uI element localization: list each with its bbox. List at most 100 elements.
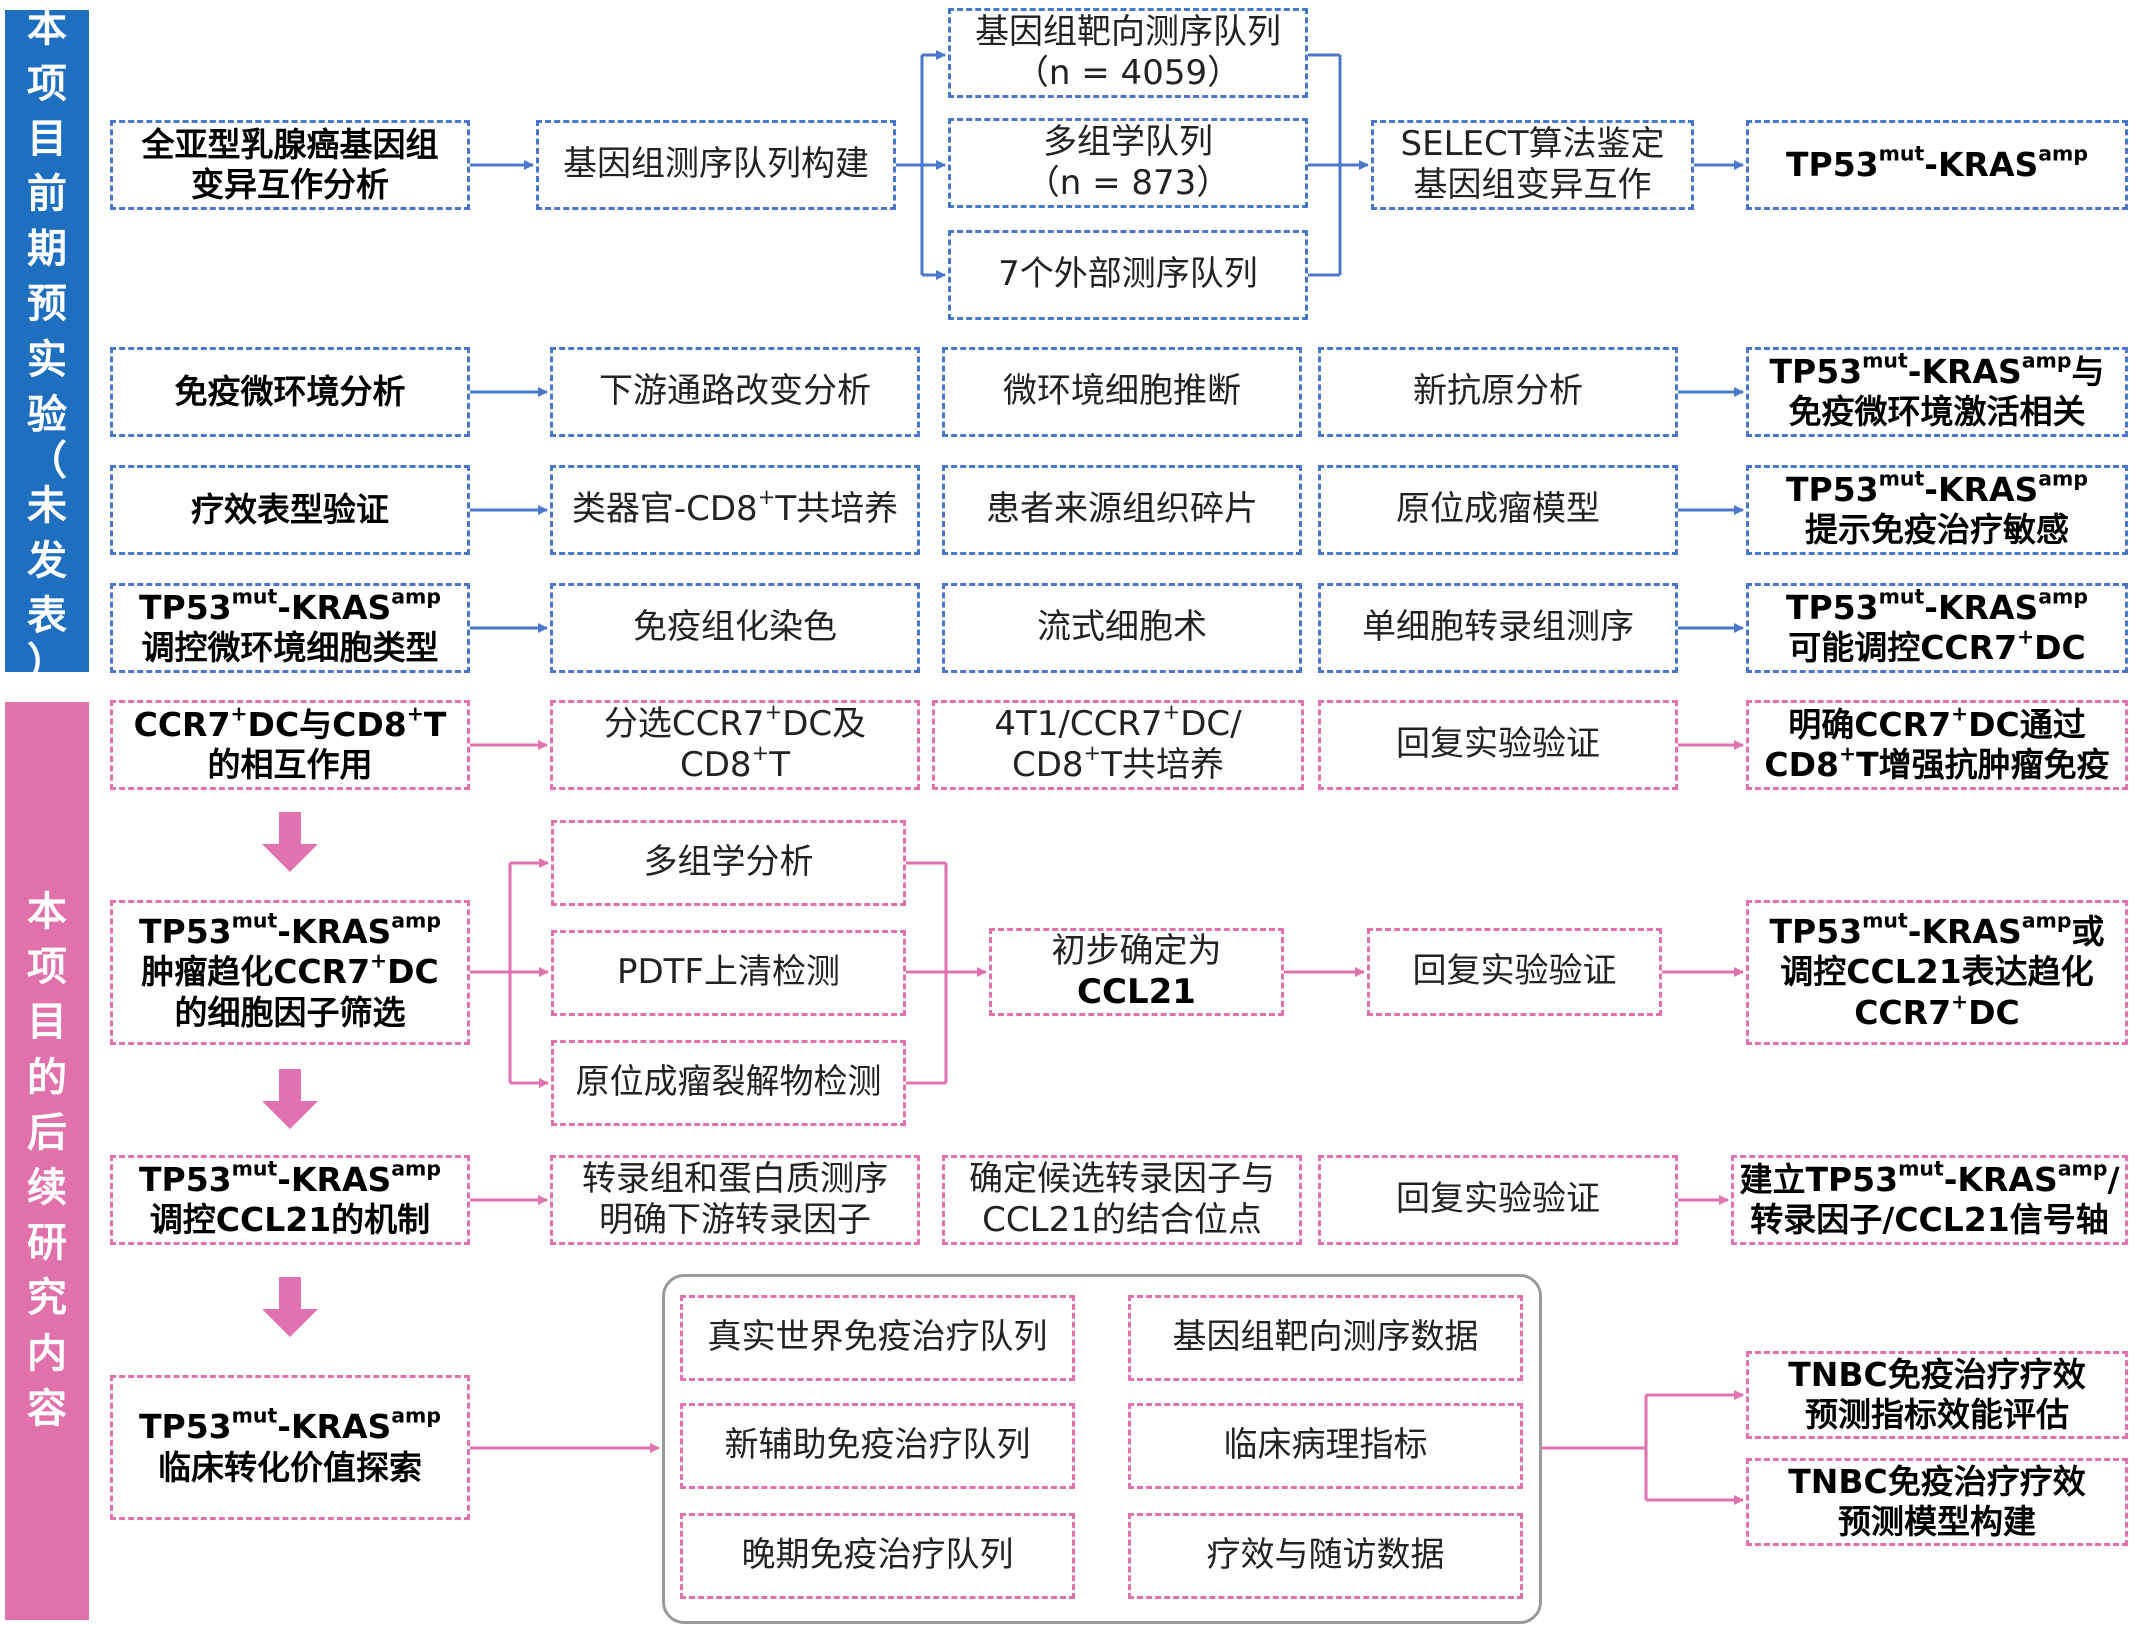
node-targeted-seq-data: 基因组靶向测序数据 bbox=[1128, 1295, 1523, 1381]
section-char: ） bbox=[27, 639, 67, 686]
section-char: 究 bbox=[27, 1275, 67, 1322]
node-text: 预测模型构建 bbox=[1838, 1502, 2036, 1541]
section-char: 目 bbox=[27, 999, 67, 1046]
node-text: 的细胞因子筛选 bbox=[174, 992, 406, 1032]
section-char: 容 bbox=[27, 1385, 67, 1432]
node-text: 疗效表型验证 bbox=[191, 489, 389, 529]
section-char: 目 bbox=[27, 115, 67, 162]
node-text: 新辅助免疫治疗队列 bbox=[724, 1425, 1031, 1466]
node-lysate-detection: 原位成瘤裂解物检测 bbox=[551, 1040, 906, 1126]
node-ccr7-cd8-interaction: CCR7+DC与CD8+T 的相互作用 bbox=[110, 700, 470, 790]
node-text: TP53mut-KRASamp bbox=[1786, 141, 2088, 184]
node-text: CCR7+DC bbox=[1854, 989, 2020, 1032]
node-text: CCL21的结合位点 bbox=[982, 1200, 1262, 1240]
node-patient-tissue-fragment: 患者来源组织碎片 bbox=[942, 465, 1302, 555]
node-result-immune-activation: TP53mut-KRASamp与 免疫微环境激活相关 bbox=[1746, 347, 2128, 437]
node-text: 转录因子/CCL21信号轴 bbox=[1750, 1200, 2109, 1239]
node-rescue-validation-1: 回复实验验证 bbox=[1318, 700, 1678, 790]
node-text: TP53mut-KRASamp bbox=[139, 1403, 441, 1447]
node-text: 基因组靶向测序数据 bbox=[1172, 1317, 1479, 1358]
clinical-data-group bbox=[662, 1274, 1542, 1624]
node-text: 临床病理指标 bbox=[1223, 1425, 1428, 1466]
node-multiomics-analysis: 多组学分析 bbox=[551, 820, 906, 906]
node-text: TP53mut-KRASamp bbox=[139, 584, 441, 627]
node-text: （n = 4059） bbox=[1014, 53, 1242, 93]
node-efficacy-followup: 疗效与随访数据 bbox=[1128, 1513, 1523, 1599]
node-text: 患者来源组织碎片 bbox=[986, 489, 1258, 530]
node-text: 变异互作分析 bbox=[191, 165, 389, 204]
node-neoadjuvant-cohort: 新辅助免疫治疗队列 bbox=[680, 1403, 1075, 1489]
node-result-tp53-kras: TP53mut-KRASamp bbox=[1746, 120, 2128, 210]
section-char: 的 bbox=[27, 1054, 67, 1101]
node-text: 明确CCR7+DC通过 bbox=[1788, 701, 2086, 744]
node-text: 原位成瘤模型 bbox=[1396, 489, 1600, 530]
node-result-antitumor-immunity: 明确CCR7+DC通过 CD8+T增强抗肿瘤免疫 bbox=[1746, 700, 2128, 790]
section-char: 前 bbox=[27, 171, 67, 218]
node-clinical-translation: TP53mut-KRASamp 临床转化价值探索 bbox=[110, 1375, 470, 1520]
node-prediction-model: TNBC免疫治疗疗效 预测模型构建 bbox=[1746, 1458, 2128, 1546]
node-genome-interaction-analysis: 全亚型乳腺癌基因组 变异互作分析 bbox=[110, 120, 470, 210]
node-text: 4T1/CCR7+DC/ bbox=[994, 698, 1242, 744]
section-char: 项 bbox=[27, 60, 67, 107]
node-text: 基因组变异互作 bbox=[1413, 165, 1652, 205]
node-result-ccr7-dc: TP53mut-KRASamp 可能调控CCR7+DC bbox=[1746, 583, 2128, 673]
node-text: 回复实验验证 bbox=[1396, 1179, 1600, 1220]
node-text: 下游通路改变分析 bbox=[599, 371, 871, 412]
node-text: CCL21 bbox=[1077, 972, 1196, 1012]
node-text: 调控微环境细胞类型 bbox=[141, 628, 439, 667]
node-rescue-validation-3: 回复实验验证 bbox=[1318, 1155, 1678, 1245]
section-char: 验 bbox=[27, 391, 67, 438]
node-targeted-cohort: 基因组靶向测序队列 （n = 4059） bbox=[948, 8, 1308, 98]
node-regulate-cell-types: TP53mut-KRASamp 调控微环境细胞类型 bbox=[110, 583, 470, 673]
node-text: 基因组靶向测序队列 bbox=[975, 11, 1281, 52]
node-text: 免疫微环境分析 bbox=[174, 371, 406, 411]
section-char: 本 bbox=[27, 889, 67, 936]
node-microenv-cell-inference: 微环境细胞推断 bbox=[942, 347, 1302, 437]
section-char: 内 bbox=[27, 1330, 67, 1377]
node-clinicopathologic: 临床病理指标 bbox=[1128, 1403, 1523, 1489]
node-biomarker-evaluation: TNBC免疫治疗疗效 预测指标效能评估 bbox=[1746, 1351, 2128, 1439]
node-text: 新抗原分析 bbox=[1413, 371, 1583, 412]
node-text: 临床转化价值探索 bbox=[158, 1447, 422, 1487]
section-text-preliminary: 本项目前期预实验（未发表） bbox=[27, 1, 67, 686]
node-text: 原位成瘤裂解物检测 bbox=[575, 1062, 882, 1103]
node-text: TP53mut-KRASamp bbox=[1786, 466, 2088, 509]
node-text: 的相互作用 bbox=[207, 745, 373, 784]
node-text: CD8+T增强抗肿瘤免疫 bbox=[1764, 741, 2110, 784]
node-text: 明确下游转录因子 bbox=[599, 1200, 871, 1240]
section-char: 期 bbox=[27, 226, 67, 273]
node-text: 确定候选转录因子与 bbox=[969, 1158, 1275, 1199]
node-text: 流式细胞术 bbox=[1037, 607, 1207, 648]
node-text: CD8+T共培养 bbox=[1011, 740, 1224, 785]
node-text: 基因组测序队列构建 bbox=[563, 144, 869, 185]
node-4t1-coculture: 4T1/CCR7+DC/ CD8+T共培养 bbox=[932, 700, 1304, 790]
section-char: 实 bbox=[27, 336, 67, 383]
node-neoantigen-analysis: 新抗原分析 bbox=[1318, 347, 1678, 437]
node-organoid-coculture: 类器官-CD8+T共培养 bbox=[550, 465, 920, 555]
node-text: 类器官-CD8+T共培养 bbox=[571, 484, 899, 530]
node-text: 回复实验验证 bbox=[1412, 951, 1617, 992]
section-char: 表 bbox=[27, 593, 67, 640]
node-text: 单细胞转录组测序 bbox=[1362, 607, 1634, 648]
section-text-followup: 本项目的后续研究内容 bbox=[27, 885, 67, 1437]
node-efficacy-validation: 疗效表型验证 bbox=[110, 465, 470, 555]
node-text: 肿瘤趋化CCR7+DC bbox=[141, 949, 439, 992]
node-text: 多组学分析 bbox=[643, 842, 814, 883]
node-rescue-validation-2: 回复实验验证 bbox=[1367, 928, 1662, 1016]
node-cytokine-screening: TP53mut-KRASamp 肿瘤趋化CCR7+DC 的细胞因子筛选 bbox=[110, 900, 470, 1045]
node-text: 转录组和蛋白质测序 bbox=[582, 1158, 888, 1199]
node-binding-site: 确定候选转录因子与 CCL21的结合位点 bbox=[942, 1155, 1302, 1245]
section-char: 未 bbox=[27, 482, 67, 529]
node-cohort-construction: 基因组测序队列构建 bbox=[536, 120, 896, 210]
node-text: 可能调控CCR7+DC bbox=[1788, 624, 2086, 667]
node-result-signal-axis: 建立TP53mut-KRASamp/ 转录因子/CCL21信号轴 bbox=[1731, 1155, 2128, 1245]
node-text: TP53mut-KRASamp或 bbox=[1769, 908, 2105, 952]
node-text: 7个外部测序队列 bbox=[998, 254, 1258, 295]
section-label-preliminary: 本项目前期预实验（未发表） bbox=[5, 5, 89, 683]
node-text: 免疫组化染色 bbox=[633, 607, 837, 648]
node-text: TNBC免疫治疗疗效 bbox=[1788, 1461, 2086, 1501]
node-text: CD8+T bbox=[679, 740, 790, 785]
node-text: SELECT算法鉴定 bbox=[1400, 123, 1665, 164]
section-char: 后 bbox=[27, 1109, 67, 1156]
